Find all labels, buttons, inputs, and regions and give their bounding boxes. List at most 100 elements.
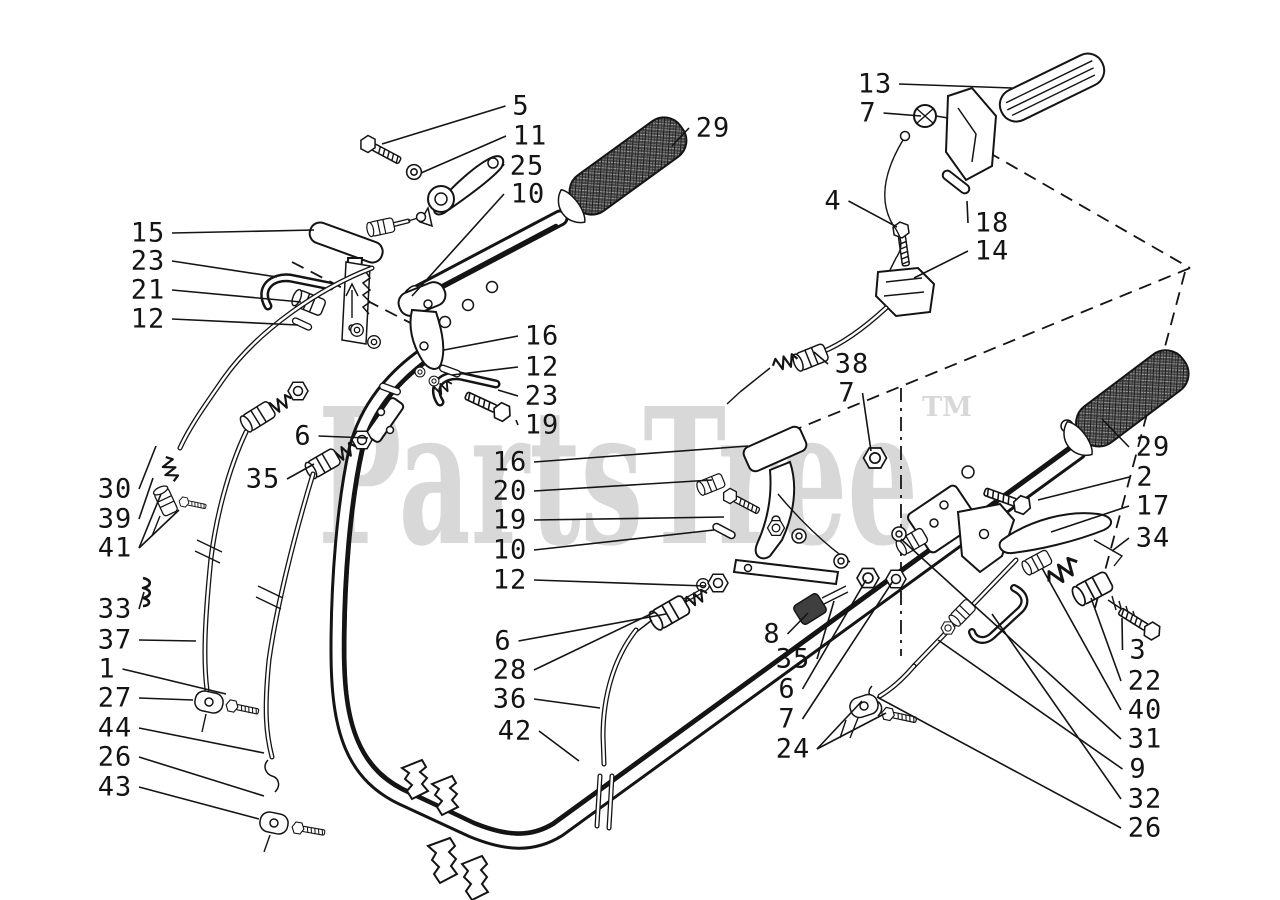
leader-line-35 xyxy=(816,600,835,660)
leader-line-15 xyxy=(171,229,315,234)
watermark-tm: TM xyxy=(922,392,972,423)
leader-line-30 xyxy=(138,445,157,490)
leader-line-9 xyxy=(937,639,1123,770)
callout-37: 37 xyxy=(98,625,133,656)
callout-38: 38 xyxy=(835,349,870,380)
leader-line-42 xyxy=(538,730,580,762)
leader-line-43 xyxy=(138,786,260,820)
leader-line-24 xyxy=(816,700,863,750)
leader-line-7 xyxy=(801,580,894,720)
cable-36-adjuster-28 xyxy=(594,573,729,831)
leader-line-27 xyxy=(138,697,194,701)
leader-line-12 xyxy=(533,579,707,587)
callout-26: 26 xyxy=(98,742,133,773)
leader-line-23 xyxy=(497,389,519,397)
leader-line-14 xyxy=(913,250,969,279)
callout-35: 35 xyxy=(776,644,811,675)
callout-24: 24 xyxy=(776,734,811,765)
callout-34: 34 xyxy=(1136,523,1171,554)
callout-10: 10 xyxy=(511,179,546,210)
callout-33: 33 xyxy=(98,594,133,625)
callout-13: 13 xyxy=(858,69,893,100)
leader-line-31 xyxy=(900,538,1122,740)
callout-layer: 5112510291374181415232112161223196351620… xyxy=(98,69,1171,844)
callout-15: 15 xyxy=(131,218,166,249)
callout-23: 23 xyxy=(525,381,560,412)
callout-10: 10 xyxy=(493,535,528,566)
leader-line-34 xyxy=(1111,537,1130,552)
right-grip xyxy=(1063,349,1190,457)
callout-29: 29 xyxy=(1136,432,1171,463)
control-cable-37 xyxy=(192,429,261,733)
leader-line-16 xyxy=(533,445,749,463)
callout-29: 29 xyxy=(696,113,731,144)
callout-18: 18 xyxy=(975,208,1010,239)
leader-line-1 xyxy=(122,668,227,695)
callout-41: 41 xyxy=(98,533,133,564)
right-mount-bracket xyxy=(893,482,1113,574)
callout-3: 3 xyxy=(1129,635,1146,666)
callout-30: 30 xyxy=(98,474,133,505)
callout-7: 7 xyxy=(778,704,795,735)
throttle-control-group xyxy=(726,52,1106,405)
callout-6: 6 xyxy=(778,674,795,705)
leader-line-35 xyxy=(286,463,315,480)
leader-line-33 xyxy=(138,591,145,610)
leader-line-44 xyxy=(138,727,265,754)
callout-42: 42 xyxy=(498,716,533,747)
control-cable-30 xyxy=(151,265,375,537)
callout-5: 5 xyxy=(512,91,529,122)
leader-line-18 xyxy=(966,200,969,224)
leader-line-10 xyxy=(533,529,715,551)
callout-43: 43 xyxy=(98,772,133,803)
left-grip xyxy=(557,116,688,224)
callout-36: 36 xyxy=(493,684,528,715)
callout-2: 2 xyxy=(1136,462,1153,493)
leader-line-24 xyxy=(816,712,887,750)
callout-7: 7 xyxy=(859,98,876,129)
callout-21: 21 xyxy=(131,275,166,306)
lower-mount-plates xyxy=(399,758,490,900)
callout-23: 23 xyxy=(131,246,166,277)
callout-9: 9 xyxy=(1129,754,1146,785)
clamp-23-upper xyxy=(260,273,335,332)
leader-line-26 xyxy=(138,756,265,797)
leader-line-16 xyxy=(443,335,519,351)
leader-line-2 xyxy=(1037,476,1130,501)
assembly-guide-lines xyxy=(291,151,1191,656)
callout-12: 12 xyxy=(131,304,166,335)
callout-1: 1 xyxy=(98,654,115,685)
leader-line-41 xyxy=(138,493,162,549)
callout-11: 11 xyxy=(513,121,548,152)
callout-4: 4 xyxy=(824,186,841,217)
speed-lever-16-center xyxy=(694,425,851,592)
leader-line-37 xyxy=(138,639,197,642)
callout-32: 32 xyxy=(1128,784,1163,815)
leader-line-39 xyxy=(138,477,154,520)
leader-line-28 xyxy=(533,611,656,671)
callout-20: 20 xyxy=(493,476,528,507)
watermark: PartsTree TM xyxy=(318,367,972,588)
callout-6: 6 xyxy=(294,421,311,452)
leader-line-8 xyxy=(786,612,809,635)
callout-17: 17 xyxy=(1136,491,1171,522)
callout-40: 40 xyxy=(1128,695,1163,726)
leader-line-3 xyxy=(1121,617,1124,651)
lever-bolt-group xyxy=(356,132,505,228)
spring-bushing-group xyxy=(1019,539,1165,643)
callout-39: 39 xyxy=(98,504,133,535)
control-cable-44 xyxy=(255,471,327,853)
leader-line-25 xyxy=(502,163,505,167)
callout-27: 27 xyxy=(98,683,133,714)
leader-line-20 xyxy=(533,479,713,492)
spring-33 xyxy=(141,576,152,608)
leader-line-40 xyxy=(1041,567,1122,711)
clamp-23-lower xyxy=(378,363,515,425)
callout-26: 26 xyxy=(1128,813,1163,844)
leader-line-12 xyxy=(171,318,299,326)
cable-anchor-plate xyxy=(237,381,405,482)
callout-12: 12 xyxy=(525,352,560,383)
callout-12: 12 xyxy=(493,565,528,596)
callout-16: 16 xyxy=(525,321,560,352)
